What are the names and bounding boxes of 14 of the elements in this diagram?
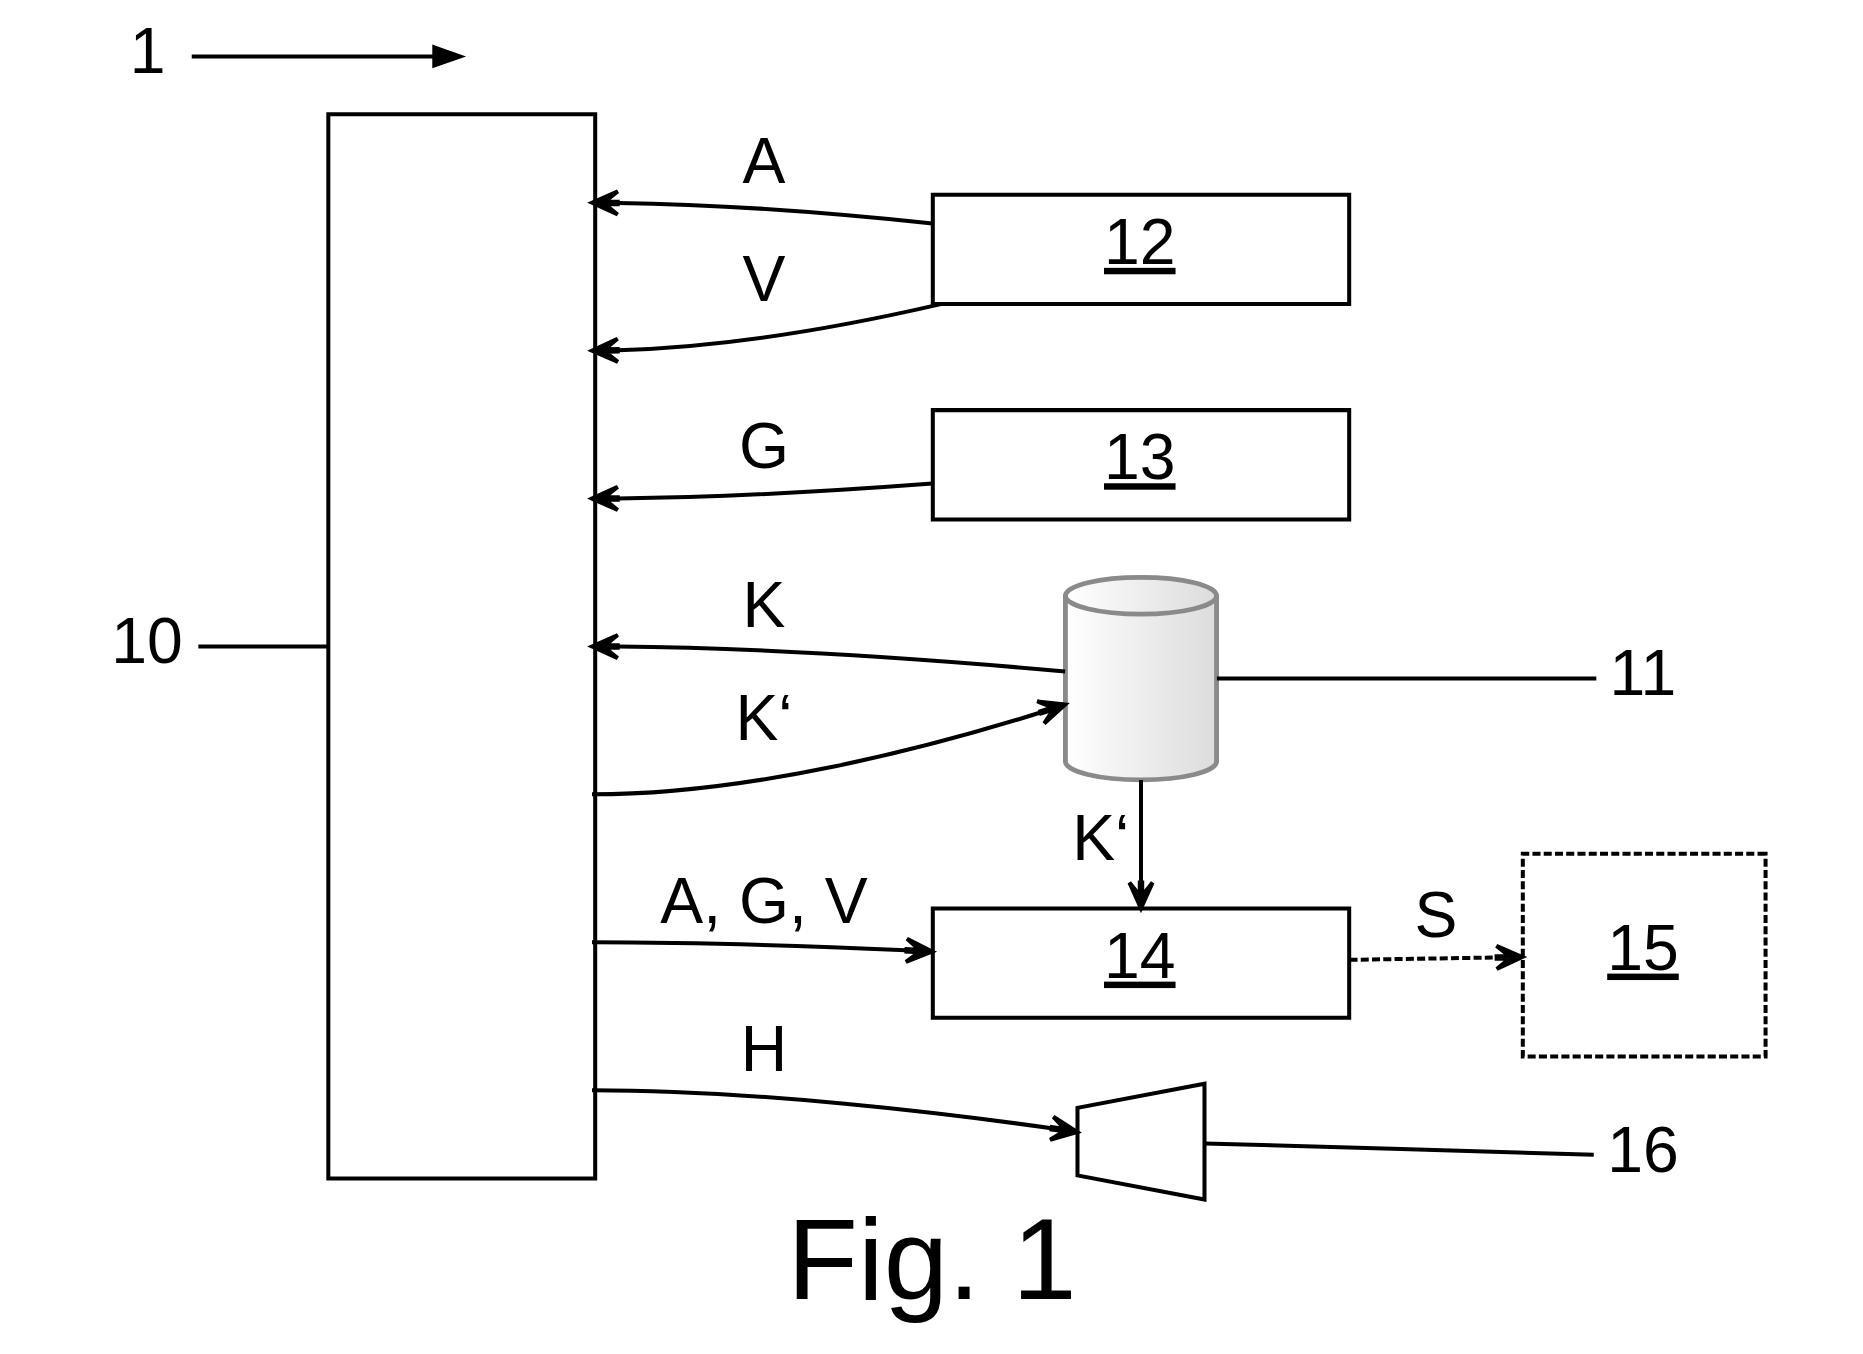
caption: Fig. 1 bbox=[786, 1193, 1077, 1324]
edge-label: A bbox=[742, 125, 785, 198]
edge-label: A, G, V bbox=[659, 864, 868, 937]
node-text: 10 bbox=[110, 604, 183, 677]
edge-label: V bbox=[742, 242, 785, 315]
node-text: 1 bbox=[129, 14, 166, 87]
edge-label: K‘ bbox=[734, 681, 793, 754]
edge-label: G bbox=[738, 410, 789, 482]
edge-label: S bbox=[1414, 879, 1457, 952]
edge-label: K bbox=[742, 569, 785, 642]
node-text: 16 bbox=[1606, 1114, 1679, 1187]
edge-label: H bbox=[740, 1012, 787, 1085]
node-text: 11 bbox=[1609, 636, 1676, 709]
edge-label: K‘ bbox=[1071, 802, 1129, 875]
